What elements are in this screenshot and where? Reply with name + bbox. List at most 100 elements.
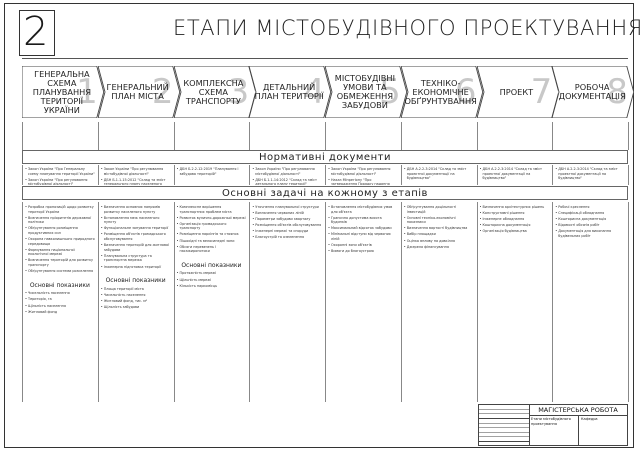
task-item: Відомості обсягів робіт — [555, 223, 625, 228]
task-item: Параметри забудови кварталу — [252, 217, 322, 222]
tasks-column-6: Обґрунтування доцільності інвестиційОсно… — [402, 204, 476, 400]
stage-label: ДЕТАЛЬНИЙ ПЛАН ТЕРИТОРІЇ — [254, 82, 324, 101]
stage-chevron — [97, 66, 180, 118]
norms-column-divider — [325, 165, 326, 185]
indicator-item: Протяжність мережі — [177, 271, 247, 276]
task-item: Пішохідні та велосипедні зони — [177, 239, 247, 244]
stage-label: ТЕХНІКО-ЕКОНОМІЧНЕ ОБҐРУНТУВАННЯ — [404, 77, 477, 106]
task-item: Розміщення об'єктів громадського обслуго… — [101, 232, 171, 241]
norm-document: Закон України "Про регулювання містобуді… — [25, 178, 95, 185]
stage-number: 6 — [454, 72, 477, 112]
sheet-number-frame — [19, 10, 55, 56]
tasks-column-divider — [400, 202, 402, 402]
task-item: Встановлення містобудівних умов для об'є… — [328, 205, 398, 214]
task-item: Функціональне зонування території — [101, 226, 171, 231]
norms-column-8: ДБН А.2.2-3:2014 "Склад та зміст проектн… — [553, 166, 627, 185]
tasks-column-2: Визначення основних напрямів розвитку на… — [99, 204, 173, 400]
norms-column-4: Закон України "Про регулювання містобуді… — [250, 166, 324, 185]
stage-chevron — [173, 66, 256, 118]
task-item: Уточнення планувальної структури — [252, 205, 322, 210]
stage-number: 1 — [76, 72, 98, 112]
task-item: Визначення територій для розвитку трансп… — [25, 258, 95, 267]
stage-label: КОМПЛЕКСНА СХЕМА ТРАНСПОРТУ — [183, 77, 244, 106]
task-item: Розвиток вулично-дорожньої мережі — [177, 216, 247, 221]
task-item: Охорона навколишнього природного середов… — [25, 237, 95, 246]
tasks-column-divider — [249, 202, 251, 402]
norm-document: ДБН А.2.2-3:2014 "Склад та зміст проектн… — [480, 167, 550, 181]
norm-document: ДБН А.2.2-3:2014 "Склад та зміст проектн… — [555, 167, 625, 181]
page-title: ЕТАПИ МІСТОБУДІВНОГО ПРОЕКТУВАННЯ — [173, 16, 640, 40]
indicator-item: Чисельність населення — [25, 291, 95, 296]
norms-column-7: ДБН А.2.2-3:2014 "Склад та зміст проектн… — [478, 166, 552, 185]
task-item: Вибір площадки — [404, 232, 474, 237]
norm-document: ДБН Б.2.2-12:2019 "Планування і забудова… — [177, 167, 247, 176]
sheet-number: 2 — [23, 9, 49, 55]
stage-number: 2 — [151, 72, 174, 112]
stamp-subtitle: Етапи містобудівного проектування — [529, 415, 579, 445]
norm-document: Закон України "Про регулювання містобуді… — [252, 167, 322, 176]
norm-document: Закон України "Про Генеральну схему план… — [25, 167, 95, 176]
task-item: Робочі креслення — [555, 205, 625, 210]
drawing-sheet: 2 ЕТАПИ МІСТОБУДІВНОГО ПРОЕКТУВАННЯ — [4, 3, 640, 448]
section-tasks-heading: Основні задачі на кожному з етапів — [22, 186, 628, 200]
task-item: Джерела фінансування — [404, 245, 474, 250]
indicator-item: Житловий фонд — [25, 310, 95, 315]
task-item: Розміщення паркінгів та стоянок — [177, 232, 247, 237]
stage-connector-line — [476, 122, 478, 150]
tasks-column-8: Робочі кресленняСпецифікації обладнанняК… — [553, 204, 627, 400]
stage-label: РОБОЧА ДОКУМЕНТАЦІЯ — [558, 82, 626, 101]
tasks-column-7: Визначення архітектурних рішеньКонструкт… — [478, 204, 552, 400]
stage-connector-line — [400, 122, 402, 150]
norms-column-divider — [249, 165, 251, 185]
stage-chevron — [325, 66, 407, 118]
indicator-item: Щільність мережі — [177, 278, 247, 283]
task-item: Мінімальні відступи від червоних ліній — [328, 232, 398, 241]
task-item: Кошторисна документація — [555, 217, 625, 222]
task-item: Визначення територій для житлової забудо… — [101, 243, 171, 252]
tasks-column-3: Комплексне вирішення транспортних пробле… — [175, 204, 249, 400]
stage-connector-line — [552, 122, 554, 150]
task-item: Гранично допустима висота будинків — [328, 216, 398, 225]
task-item: Конструктивні рішення — [480, 211, 550, 216]
stage-connector-line — [22, 122, 23, 150]
norm-document: ДБН Б.1.1-14:2012 "Склад та зміст деталь… — [252, 178, 322, 185]
norms-column-divider — [400, 165, 402, 185]
norm-document: Закон України "Про регулювання містобуді… — [328, 167, 398, 176]
norms-column-divider — [552, 165, 554, 185]
task-item: Визначення вартості будівництва — [404, 226, 474, 231]
stage-label: ГЕНЕРАЛЬНИЙ ПЛАН МІСТА — [106, 82, 169, 101]
task-item: Комплексне вирішення транспортних пробле… — [177, 205, 247, 214]
task-item: Кошторисна документація — [480, 223, 550, 228]
task-item: Благоустрій та озеленення — [252, 235, 322, 240]
task-item: Визначення червоних ліній — [252, 211, 322, 216]
tasks-column-divider — [173, 202, 175, 402]
stage-number: 7 — [530, 72, 553, 112]
tasks-column-1: Розробка пропозицій щодо розвитку терито… — [23, 204, 97, 400]
norms-column-divider — [476, 165, 478, 185]
task-item: Обґрунтування системи розселення — [25, 269, 95, 274]
stage-connector-line — [173, 122, 175, 150]
tasks-column-divider — [325, 202, 326, 402]
task-item: Основні техніко-економічні показники — [404, 216, 474, 225]
stage-connector-line — [97, 122, 99, 150]
tasks-column-divider — [476, 202, 478, 402]
tasks-column-4: Уточнення планувальної структуриВизначен… — [250, 204, 324, 400]
norm-document: Закон України "Про регулювання містобуді… — [101, 167, 171, 176]
indicator-item: Житловий фонд, тис. м² — [101, 299, 171, 304]
norms-column-1: Закон України "Про Генеральну схему план… — [23, 166, 97, 185]
task-item: Інженерна підготовка території — [101, 265, 171, 270]
task-item: Визначення пріоритетів державної політик… — [25, 216, 95, 225]
indicators-heading: Основні показники — [29, 281, 90, 289]
stage-number: 4 — [303, 72, 325, 112]
task-item: Формування національної екологічної мере… — [25, 248, 95, 257]
stage-label: МІСТОБУДІВНІ УМОВИ ТА ОБМЕЖЕННЯ ЗАБУДОВИ — [334, 73, 395, 110]
norm-document: ДБН А.2.2-3:2014 "Склад та зміст проектн… — [404, 167, 474, 181]
indicator-item: Щільність забудови — [101, 305, 171, 310]
stage-chevron — [552, 66, 634, 118]
indicator-item: Щільність населення — [25, 304, 95, 309]
